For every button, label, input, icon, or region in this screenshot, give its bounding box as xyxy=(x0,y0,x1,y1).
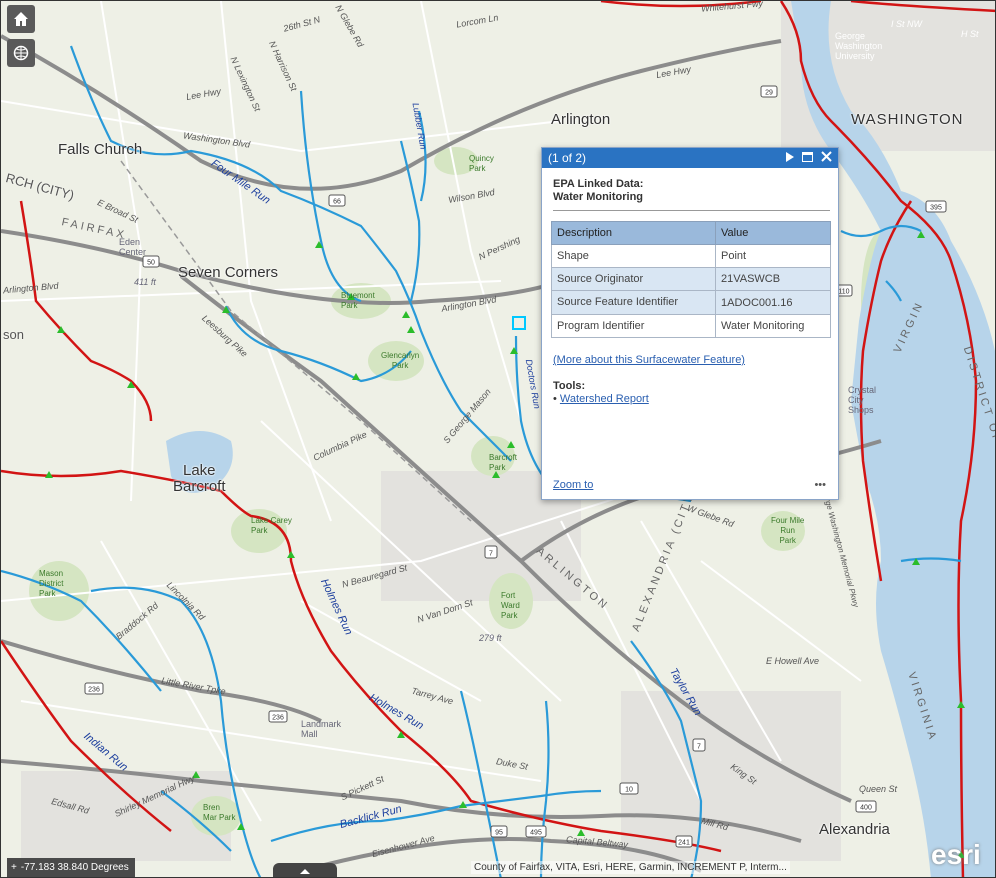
street-label: E Howell Ave xyxy=(766,656,820,666)
maximize-icon xyxy=(802,152,813,162)
route-shield-number: 95 xyxy=(495,830,503,837)
park-label: Quincy Park xyxy=(469,154,494,173)
close-icon xyxy=(821,151,832,162)
street-label: I St NW xyxy=(891,19,922,29)
park-label: Lake Carey Park xyxy=(251,516,292,535)
route-shield-number: 10 xyxy=(625,787,633,794)
park-label: Mason District Park xyxy=(39,569,64,598)
table-row: Program Identifier Water Monitoring xyxy=(551,314,831,338)
row-value: Water Monitoring xyxy=(715,314,831,338)
park-label: Glencarlyn Park xyxy=(381,351,420,370)
park-label: Bren Mar Park xyxy=(203,803,236,822)
route-shield-number: 7 xyxy=(697,744,701,751)
map-attribution: County of Fairfax, VITA, Esri, HERE, Gar… xyxy=(471,861,790,874)
popup-body: EPA Linked Data: Water Monitoring Descri… xyxy=(542,168,838,405)
plus-icon: + xyxy=(11,862,17,873)
route-shield-number: 236 xyxy=(88,687,100,694)
popup-title-line2: Water Monitoring xyxy=(553,191,644,203)
bullet: • xyxy=(553,393,560,405)
place-label: Alexandria xyxy=(819,821,890,838)
row-value: Point xyxy=(715,244,831,268)
route-shield-number: 66 xyxy=(333,199,341,206)
place-label: Arlington xyxy=(551,111,611,128)
popup-title-line1: EPA Linked Data: xyxy=(553,178,644,190)
route-shield-number: 395 xyxy=(930,205,942,212)
feature-popup[interactable]: (1 of 2) EPA Linked Data: Water Monitori… xyxy=(541,147,839,500)
monitoring-points[interactable] xyxy=(45,231,965,858)
home-button[interactable] xyxy=(7,5,35,33)
panel-toggle-handle[interactable] xyxy=(273,863,337,877)
table-row: Source Feature Identifier 1ADOC001.16 xyxy=(551,290,831,315)
route-shield-number: 236 xyxy=(272,715,284,722)
place-label: son xyxy=(3,327,24,342)
row-description: Source Originator xyxy=(551,267,716,291)
route-shield-number: 495 xyxy=(530,830,542,837)
park-label: Barcroft Park xyxy=(489,453,518,472)
close-button[interactable] xyxy=(821,148,832,168)
park-label: Fort Ward Park xyxy=(501,591,520,620)
zoom-to-link[interactable]: Zoom to xyxy=(553,479,594,491)
row-value: 1ADOC001.16 xyxy=(715,290,831,315)
place-label: Falls Church xyxy=(58,141,143,158)
popup-feature-count: (1 of 2) xyxy=(548,151,587,165)
place-label: Landmark Mall xyxy=(301,719,342,739)
urban-areas xyxy=(21,1,995,861)
route-shield-number: 7 xyxy=(489,551,493,558)
globe-icon xyxy=(13,45,29,61)
route-shield-number: 400 xyxy=(860,805,872,812)
row-description: Shape xyxy=(551,244,716,268)
street-label: Queen St xyxy=(859,784,898,794)
railway xyxy=(120,160,472,522)
minor-roads xyxy=(1,1,862,822)
route-shield-number: 50 xyxy=(147,260,155,267)
next-feature-button[interactable] xyxy=(785,148,794,168)
place-label: Eden Center xyxy=(119,237,147,257)
row-description: Program Identifier xyxy=(551,314,716,338)
popup-layer-title: EPA Linked Data: Water Monitoring xyxy=(553,178,830,211)
lake-barcroft-water xyxy=(166,431,233,493)
column-header-value: Value xyxy=(715,221,831,245)
place-label: Crystal City Shops xyxy=(848,385,877,415)
place-label: Seven Corners xyxy=(178,264,279,281)
tools-label: Tools: xyxy=(553,380,586,392)
maximize-button[interactable] xyxy=(802,148,813,168)
elevation-label: 411 ft xyxy=(134,277,156,287)
next-icon xyxy=(786,152,794,162)
route-shield-number: 241 xyxy=(678,840,690,847)
chevron-up-icon xyxy=(300,869,310,874)
table-row: Shape Point xyxy=(551,244,831,268)
coordinate-readout: + -77.183 38.840 Degrees xyxy=(7,858,135,877)
park-label: Bluemont Park xyxy=(341,291,375,310)
column-header-description: Description xyxy=(551,221,716,245)
place-label: Lake Barcroft xyxy=(173,462,226,495)
popup-footer: Zoom to ••• xyxy=(553,479,826,491)
tools-list: • Watershed Report xyxy=(553,393,830,405)
home-icon xyxy=(14,12,28,26)
street-label: H St xyxy=(961,29,979,39)
place-label: George Washington University xyxy=(835,31,883,61)
locate-button[interactable] xyxy=(7,39,35,67)
more-info-link[interactable]: (More about this Surfacewater Feature) xyxy=(553,354,745,366)
route-shields xyxy=(84,85,947,848)
potomac-river xyxy=(791,1,995,877)
table-row: Source Originator 21VASWCB xyxy=(551,267,831,291)
park-label: Four Mile Run Park xyxy=(771,516,805,545)
attribute-table: Description Value Shape Point Source Ori… xyxy=(551,221,831,338)
row-value: 21VASWCB xyxy=(715,267,831,291)
row-description: Source Feature Identifier xyxy=(551,290,716,315)
route-shield-number: 110 xyxy=(838,289,849,296)
more-actions-button[interactable]: ••• xyxy=(814,479,826,491)
selected-feature-highlight[interactable] xyxy=(512,316,526,330)
popup-header: (1 of 2) xyxy=(542,148,838,168)
elevation-label: 279 ft xyxy=(479,633,502,643)
route-shield-number: 29 xyxy=(765,90,773,97)
watershed-report-link[interactable]: Watershed Report xyxy=(559,393,649,405)
coordinate-text: -77.183 38.840 Degrees xyxy=(20,862,129,873)
esri-logo: esri xyxy=(931,839,981,870)
place-label: WASHINGTON xyxy=(851,111,964,128)
